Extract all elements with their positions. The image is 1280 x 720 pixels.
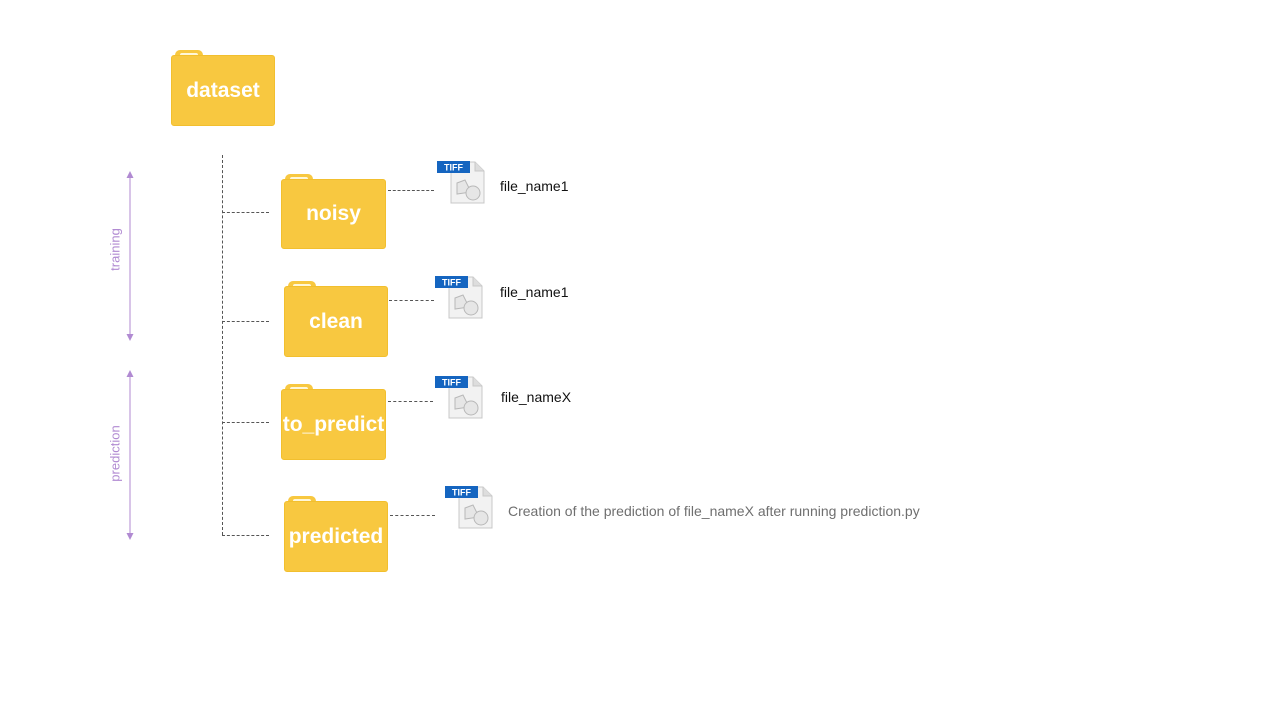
tiff-file-icon[interactable]: TIFF xyxy=(435,274,485,320)
branch-line-predicted xyxy=(222,535,269,536)
clean-folder-label: clean xyxy=(309,309,363,333)
file-link-line-noisy xyxy=(388,190,434,191)
branch-line-clean xyxy=(222,321,269,322)
training-range-arrow xyxy=(126,171,134,341)
svg-text:TIFF: TIFF xyxy=(442,378,461,388)
svg-text:TIFF: TIFF xyxy=(442,278,461,288)
svg-text:TIFF: TIFF xyxy=(452,488,471,498)
tiff-file-icon[interactable]: TIFF xyxy=(445,484,495,530)
branch-line-to-predict xyxy=(222,422,269,423)
dataset-folder-label: dataset xyxy=(186,78,260,102)
noisy-folder-label: noisy xyxy=(306,202,361,225)
file-name-noisy: file_name1 xyxy=(500,178,569,194)
file-link-line-predicted xyxy=(390,515,435,516)
predicted-folder[interactable]: predicted xyxy=(284,496,388,572)
branch-line-noisy xyxy=(222,212,269,213)
file-link-line-to-predict xyxy=(388,401,433,402)
tiff-file-icon[interactable]: TIFF xyxy=(437,159,487,205)
tree-trunk-line xyxy=(222,155,223,535)
tiff-file-icon[interactable]: TIFF xyxy=(435,374,485,420)
file-name-to-predict: file_nameX xyxy=(501,389,572,405)
training-phase-label: training xyxy=(107,228,123,271)
svg-text:TIFF: TIFF xyxy=(444,163,463,173)
dataset-folder[interactable]: dataset xyxy=(171,50,275,126)
file-link-line-clean xyxy=(389,300,434,301)
clean-folder[interactable]: clean xyxy=(284,281,388,357)
prediction-phase-label: prediction xyxy=(107,425,123,482)
noisy-folder[interactable]: noisy xyxy=(281,174,386,249)
file-name-clean: file_name1 xyxy=(500,284,569,300)
to-predict-folder[interactable]: to_predict xyxy=(281,384,386,460)
predicted-folder-label: predicted xyxy=(288,524,384,548)
prediction-range-arrow xyxy=(126,370,134,540)
to-predict-folder-label: to_predict xyxy=(282,412,385,436)
prediction-output-note: Creation of the prediction of file_nameX… xyxy=(508,503,920,519)
